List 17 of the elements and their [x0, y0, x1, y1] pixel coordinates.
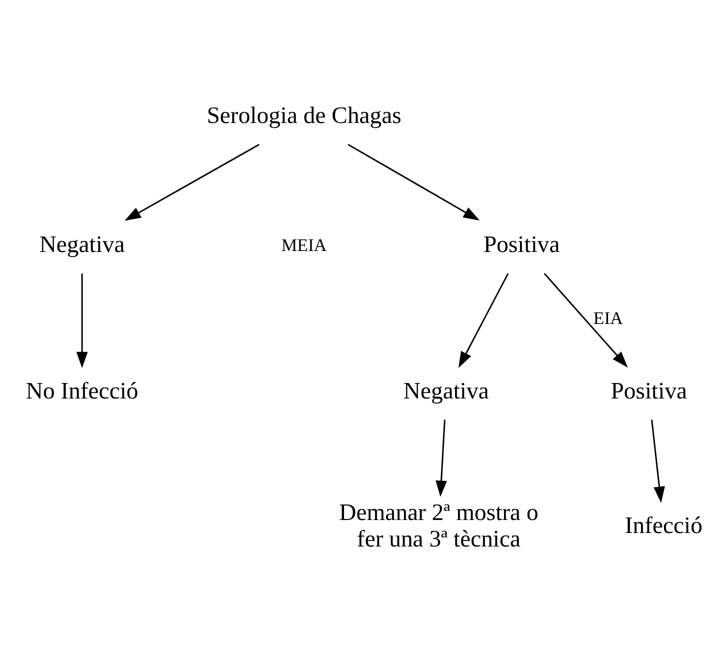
label: MEIA [281, 234, 327, 254]
arrow [124, 143, 260, 220]
arrow [651, 419, 665, 502]
node-text: Serologia de Chagas [206, 102, 402, 129]
node-text: No Infecció [26, 378, 138, 404]
node-text: Infecció [624, 512, 702, 539]
arrow [436, 419, 447, 496]
arrow [544, 272, 628, 368]
arrow [458, 272, 509, 368]
node-text: Positiva [610, 378, 688, 404]
node-text: Demanar 2ª mostra o fer una 3ª tècnica [339, 499, 538, 552]
node-text: Negativa [403, 378, 489, 404]
node-text: Positiva [483, 231, 560, 258]
node-text: Negativa [39, 231, 125, 258]
arrow [76, 272, 88, 368]
arrow [348, 143, 480, 220]
edge-label: EIA [593, 308, 623, 328]
